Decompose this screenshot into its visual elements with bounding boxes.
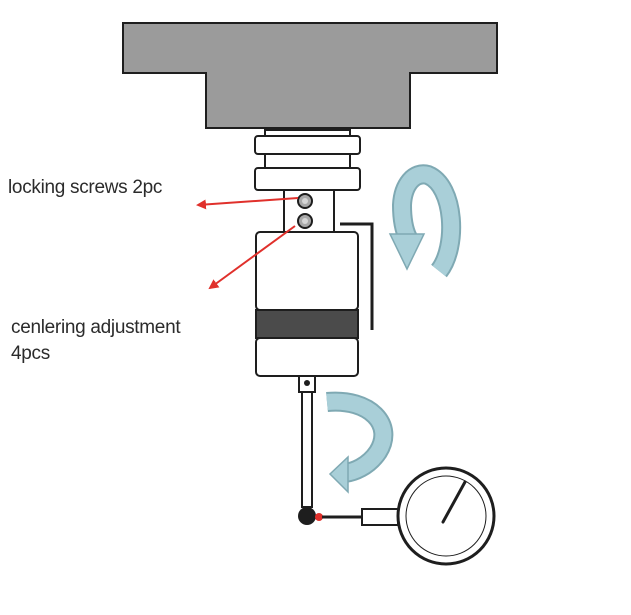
holder-flange [254, 167, 361, 191]
holder-shank [283, 189, 335, 233]
locking-screw [297, 193, 313, 209]
dial-indicator-icon [396, 466, 496, 566]
side-bracket [340, 222, 374, 330]
probe-body-lower [255, 337, 359, 377]
centering-screw [297, 213, 313, 229]
spindle-head [122, 22, 498, 129]
probe-body-band [255, 309, 359, 339]
centering-adjustment-pointer [208, 225, 296, 290]
centering-adjustment-label: cenlering adjustment [11, 317, 181, 338]
rotation-arrow-icon [388, 164, 462, 278]
indicator-stem [361, 508, 399, 526]
locking-screws-label: locking screws 2pc [8, 177, 163, 198]
holder-neck [264, 153, 351, 169]
stylus-mount-screw [304, 380, 310, 386]
stylus-shaft [301, 391, 313, 508]
contact-point [315, 513, 323, 521]
rotation-arrow-icon [326, 391, 394, 494]
stylus-ball [298, 507, 316, 525]
holder-collar [254, 135, 361, 155]
centering-adjustment-quantity: 4pcs [11, 343, 50, 364]
locking-screw-pointer [196, 197, 299, 210]
